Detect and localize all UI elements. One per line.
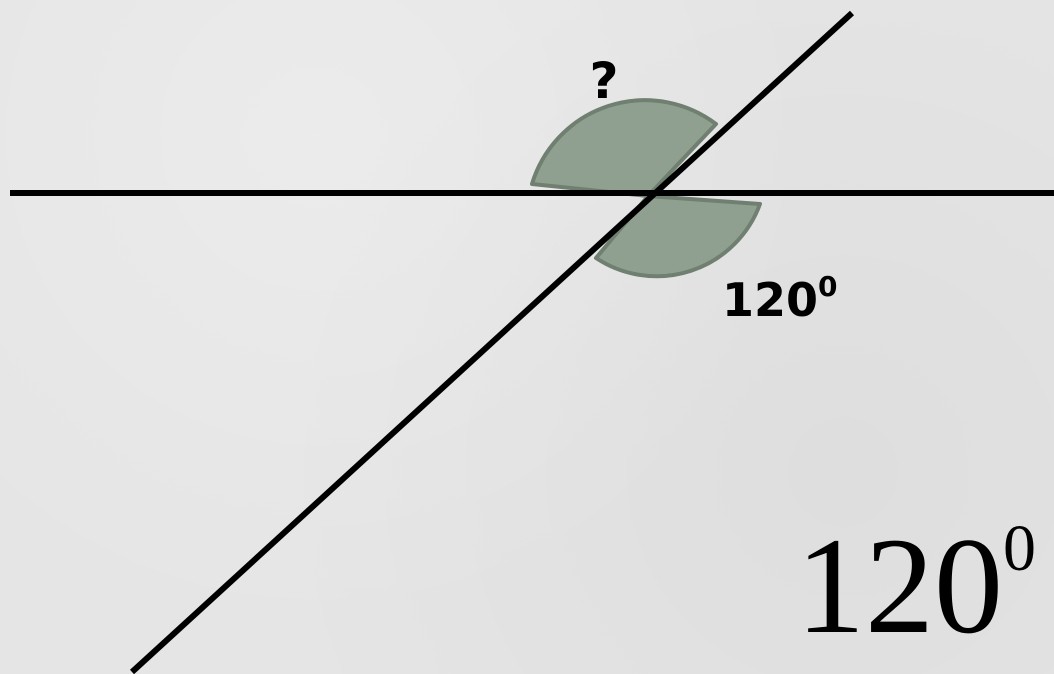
answer-value: 120 [796,509,1003,662]
unknown-angle-label: ? [589,52,618,110]
given-angle-label: 1200 [722,270,838,327]
given-angle-degree-mark: 0 [818,270,837,303]
answer-degree-mark: 0 [1003,512,1036,585]
unknown-angle-sector [530,98,718,198]
given-angle-sector [594,194,762,279]
answer-text: 1200 [796,509,1036,662]
given-angle-value: 120 [722,273,818,327]
transversal-line [129,10,855,674]
